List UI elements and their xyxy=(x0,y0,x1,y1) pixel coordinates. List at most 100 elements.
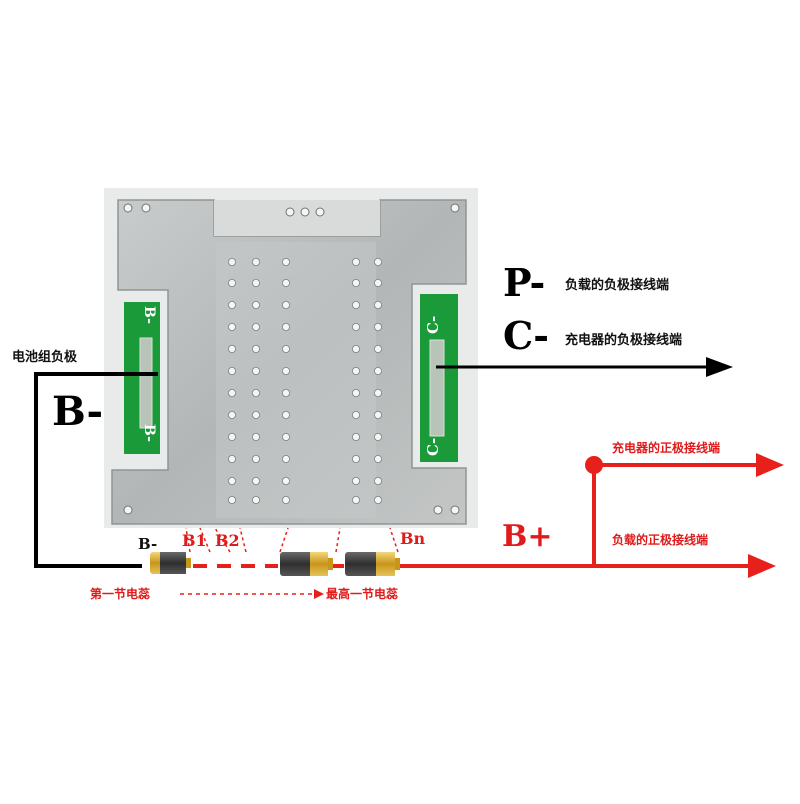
heatsink-hole xyxy=(373,278,382,287)
balance-wire-b2 xyxy=(214,527,231,553)
left-terminal-label-top: B- xyxy=(141,306,157,324)
heatsink-hole xyxy=(351,454,360,463)
corner-hole xyxy=(300,207,310,217)
heatsink-hole xyxy=(281,366,290,375)
c-minus-label: C- xyxy=(503,313,550,358)
left-terminal-label-bottom: B- xyxy=(141,424,157,442)
heatsink-hole xyxy=(251,410,260,419)
heatsink-hole xyxy=(227,388,236,397)
heatsink-hole xyxy=(373,432,382,441)
heatsink-hole xyxy=(281,410,290,419)
heatsink-hole xyxy=(351,278,360,287)
heatsink-hole xyxy=(251,344,260,353)
right-terminal-pad xyxy=(429,339,445,437)
p-minus-label: P- xyxy=(503,260,546,305)
heatsink-notch xyxy=(214,200,380,236)
corner-hole xyxy=(315,207,325,217)
corner-hole xyxy=(123,505,133,515)
balance-wire-b1 xyxy=(185,527,191,553)
balance-wire-bn xyxy=(389,527,399,553)
heatsink-hole xyxy=(251,432,260,441)
b-plus-label: B+ xyxy=(502,519,553,554)
cell-order-arrow xyxy=(314,589,324,599)
heatsink-hole xyxy=(227,432,236,441)
corner-hole xyxy=(433,505,443,515)
heatsink-hole xyxy=(281,388,290,397)
heatsink-hole xyxy=(281,257,290,266)
heatsink-hole xyxy=(281,344,290,353)
heatsink-hole xyxy=(227,410,236,419)
heatsink-hole xyxy=(373,257,382,266)
heatsink-hole xyxy=(351,432,360,441)
heatsink-hole xyxy=(373,476,382,485)
p-minus-description: 负载的负极接线端 xyxy=(565,278,670,293)
corner-hole xyxy=(123,203,133,213)
corner-hole xyxy=(450,203,460,213)
heatsink-hole xyxy=(373,388,382,397)
heatsink-hole xyxy=(373,495,382,504)
heatsink-hole xyxy=(251,495,260,504)
load-positive-arrow xyxy=(748,554,776,578)
balance-wire-b1b xyxy=(199,527,211,553)
heatsink-hole xyxy=(251,300,260,309)
heatsink-hole xyxy=(251,388,260,397)
heatsink-hole xyxy=(373,366,382,375)
heatsink-hole xyxy=(373,454,382,463)
corner-hole xyxy=(285,207,295,217)
heatsink-hole xyxy=(373,300,382,309)
heatsink-hole xyxy=(351,257,360,266)
heatsink-hole xyxy=(373,410,382,419)
heatsink-hole xyxy=(351,410,360,419)
charger-positive-label: 充电器的正极接线端 xyxy=(612,441,721,455)
mounting-holes xyxy=(123,203,460,515)
b-minus-small-label: B- xyxy=(138,535,158,553)
pack-negative-label: 电池组负极 xyxy=(12,350,78,365)
heatsink-hole xyxy=(281,432,290,441)
heatsink-hole xyxy=(227,495,236,504)
pack-negative-wire xyxy=(34,372,158,568)
heatsink-hole xyxy=(227,322,236,331)
heatsink-hole xyxy=(227,278,236,287)
charger-negative-arrow xyxy=(706,357,733,377)
highest-cell-label: 最高一节电蕊 xyxy=(326,587,399,601)
heatsink-hole xyxy=(227,257,236,266)
heatsink-hole xyxy=(251,278,260,287)
heatsink-hole xyxy=(251,322,260,331)
heatsink-hole xyxy=(281,278,290,287)
heatsink-hole xyxy=(227,344,236,353)
b2-label: B2 xyxy=(215,531,240,550)
heatsink-hole xyxy=(251,366,260,375)
heatsink-hole xyxy=(281,476,290,485)
heatsink-hole xyxy=(251,257,260,266)
heatsink-hole xyxy=(227,454,236,463)
heatsink-hole xyxy=(281,300,290,309)
corner-hole xyxy=(450,505,460,515)
charger-positive-arrow xyxy=(756,453,784,477)
load-positive-label: 负载的正极接线端 xyxy=(612,533,709,547)
heatsink-hole xyxy=(351,476,360,485)
b-minus-big-label: B- xyxy=(52,388,104,435)
heatsink-hole xyxy=(281,454,290,463)
corner-hole xyxy=(141,203,151,213)
heatsink-hole xyxy=(227,476,236,485)
right-terminal-label-top: C- xyxy=(424,315,442,334)
balance-wire-mid2 xyxy=(335,527,341,553)
c-minus-description: 充电器的负极接线端 xyxy=(565,333,683,348)
battery-cell-middle xyxy=(280,552,333,576)
heatsink-hole xyxy=(281,495,290,504)
balance-wire-b2b xyxy=(239,527,247,553)
heatsink-hole xyxy=(251,454,260,463)
heatsink-hole xyxy=(351,495,360,504)
left-terminal-pad xyxy=(139,337,153,429)
heatsink-hole xyxy=(373,344,382,353)
first-cell-label: 第一节电蕊 xyxy=(90,587,151,601)
b1-label: B1 xyxy=(182,531,207,550)
balance-wire-mid xyxy=(279,527,289,553)
heatsink-hole xyxy=(351,344,360,353)
heatsink-center xyxy=(216,242,376,518)
battery-cell-highest xyxy=(345,552,400,576)
heatsink-hole xyxy=(281,322,290,331)
bn-label: Bn xyxy=(400,529,426,548)
heatsink-hole xyxy=(351,366,360,375)
